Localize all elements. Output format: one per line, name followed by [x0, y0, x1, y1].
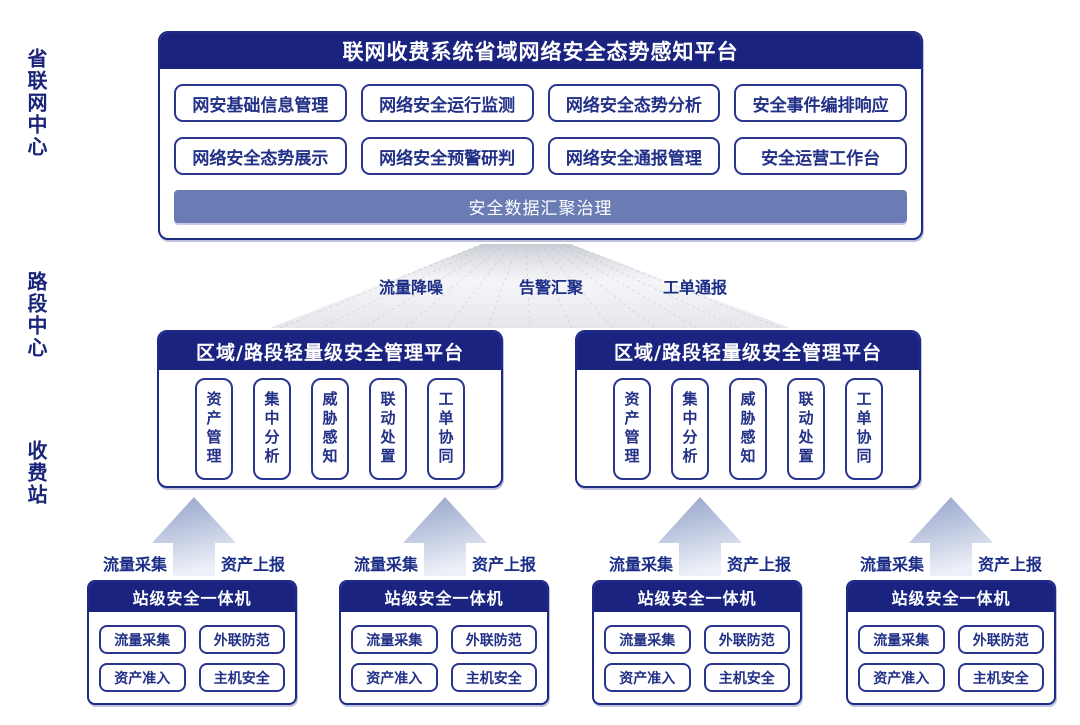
- module-box: 网络安全运行监测: [360, 84, 534, 122]
- uplink-label-traffic-collection: 流量采集: [102, 555, 167, 574]
- rail-label-toll-station: 收费站: [24, 440, 48, 506]
- uplink-arrow-group: 流量采集 资产上报: [79, 497, 309, 580]
- station-appliance-panel: 站级安全一体机 流量采集 外联防范 资产准入 主机安全: [846, 580, 1056, 705]
- module-box: 资产准入: [351, 663, 438, 692]
- section-platform-panel: 区域/路段轻量级安全管理平台 资产管理 集中分析 威胁感知 联动处置 工单协同: [157, 330, 503, 488]
- module-box: 资产准入: [858, 663, 945, 692]
- module-box: 网安基础信息管理: [174, 84, 347, 122]
- uplink-label-asset-report: 资产上报: [726, 555, 791, 574]
- section-platform-modules: 资产管理 集中分析 威胁感知 联动处置 工单协同: [577, 378, 919, 480]
- station-modules: 流量采集 外联防范 资产准入 主机安全: [89, 612, 295, 692]
- station-title: 站级安全一体机: [341, 582, 547, 612]
- uplink-label-traffic-collection: 流量采集: [608, 555, 673, 574]
- station-modules: 流量采集 外联防范 资产准入 主机安全: [341, 612, 547, 692]
- module-pill: 威胁感知: [311, 378, 349, 480]
- module-box: 网络安全通报管理: [547, 137, 721, 175]
- section-platform-title: 区域/路段轻量级安全管理平台: [577, 332, 919, 370]
- uplink-arrow-group: 流量采集 资产上报: [836, 497, 1066, 580]
- flow-label-alert-aggregation: 告警汇聚: [518, 278, 583, 297]
- module-pill: 资产管理: [613, 378, 651, 480]
- uplink-label-traffic-collection: 流量采集: [859, 555, 924, 574]
- station-title: 站级安全一体机: [89, 582, 295, 612]
- module-box: 外联防范: [198, 625, 285, 654]
- uplink-label-traffic-collection: 流量采集: [353, 555, 418, 574]
- uplink-arrow-group: 流量采集 资产上报: [585, 497, 815, 580]
- station-modules: 流量采集 外联防范 资产准入 主机安全: [848, 612, 1054, 692]
- station-title: 站级安全一体机: [848, 582, 1054, 612]
- up-arrow-icon: [152, 497, 236, 576]
- uplink-label-asset-report: 资产上报: [977, 555, 1042, 574]
- module-box: 外联防范: [957, 625, 1044, 654]
- section-platform-modules: 资产管理 集中分析 威胁感知 联动处置 工单协同: [159, 378, 501, 480]
- province-module-row-1: 网安基础信息管理 网络安全运行监测 网络安全态势分析 安全事件编排响应: [160, 84, 921, 122]
- module-pill: 威胁感知: [729, 378, 767, 480]
- station-appliance-panel: 站级安全一体机 流量采集 外联防范 资产准入 主机安全: [339, 580, 549, 705]
- module-box: 安全事件编排响应: [734, 84, 907, 122]
- module-box: 主机安全: [450, 663, 537, 692]
- module-pill: 集中分析: [253, 378, 291, 480]
- module-box: 流量采集: [99, 625, 186, 654]
- module-box: 资产准入: [604, 663, 691, 692]
- module-box: 网络安全态势展示: [174, 137, 347, 175]
- module-pill: 集中分析: [671, 378, 709, 480]
- up-arrow-icon: [403, 497, 487, 576]
- station-appliance-panel: 站级安全一体机 流量采集 外联防范 资产准入 主机安全: [592, 580, 802, 705]
- province-module-row-2: 网络安全态势展示 网络安全预警研判 网络安全通报管理 安全运营工作台: [160, 137, 921, 175]
- rail-label-province-center: 省联网中心: [24, 48, 48, 158]
- module-pill: 联动处置: [369, 378, 407, 480]
- up-arrow-icon: [658, 497, 742, 576]
- module-box: 主机安全: [703, 663, 790, 692]
- up-arrow-icon: [909, 497, 993, 576]
- section-platform-panel: 区域/路段轻量级安全管理平台 资产管理 集中分析 威胁感知 联动处置 工单协同: [575, 330, 921, 488]
- station-title: 站级安全一体机: [594, 582, 800, 612]
- module-box: 流量采集: [604, 625, 691, 654]
- module-pill: 资产管理: [195, 378, 233, 480]
- data-aggregation-bar: 安全数据汇聚治理: [174, 190, 907, 223]
- module-box: 流量采集: [351, 625, 438, 654]
- uplink-arrow-group: 流量采集 资产上报: [330, 497, 560, 580]
- module-box: 安全运营工作台: [734, 137, 907, 175]
- section-platform-title: 区域/路段轻量级安全管理平台: [159, 332, 501, 370]
- module-box: 外联防范: [450, 625, 537, 654]
- rail-label-road-section-center: 路段中心: [24, 271, 48, 359]
- flow-label-traffic-noise-reduction: 流量降噪: [378, 278, 443, 297]
- module-pill: 工单协同: [845, 378, 883, 480]
- module-box: 网络安全预警研判: [360, 137, 534, 175]
- province-platform-panel: 联网收费系统省域网络安全态势感知平台 网安基础信息管理 网络安全运行监测 网络安…: [158, 31, 923, 240]
- flow-fan-shape: [270, 244, 790, 328]
- module-pill: 联动处置: [787, 378, 825, 480]
- flow-label-work-order-report: 工单通报: [662, 278, 727, 297]
- module-box: 主机安全: [198, 663, 285, 692]
- uplink-label-asset-report: 资产上报: [220, 555, 285, 574]
- module-box: 流量采集: [858, 625, 945, 654]
- province-platform-title: 联网收费系统省域网络安全态势感知平台: [160, 33, 921, 69]
- module-pill: 工单协同: [427, 378, 465, 480]
- module-box: 主机安全: [957, 663, 1044, 692]
- module-box: 资产准入: [99, 663, 186, 692]
- station-appliance-panel: 站级安全一体机 流量采集 外联防范 资产准入 主机安全: [87, 580, 297, 705]
- module-box: 网络安全态势分析: [547, 84, 721, 122]
- station-modules: 流量采集 外联防范 资产准入 主机安全: [594, 612, 800, 692]
- uplink-label-asset-report: 资产上报: [471, 555, 536, 574]
- module-box: 外联防范: [703, 625, 790, 654]
